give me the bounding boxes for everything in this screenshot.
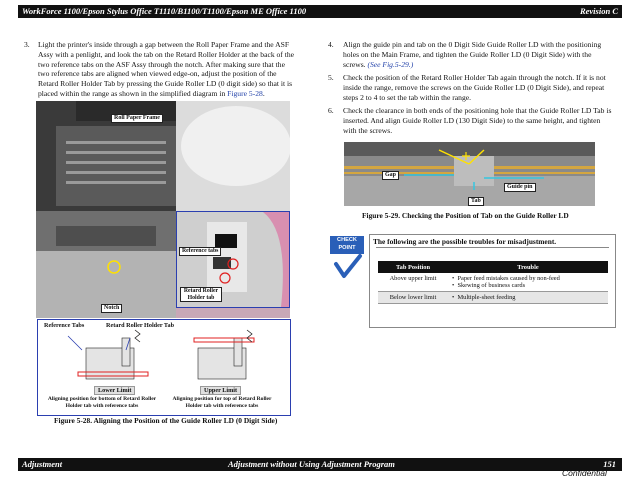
col-trouble: Trouble [448,261,608,273]
step-3-period: . [262,88,265,98]
figure-5-28-caption: Figure 5-28. Aligning the Position of th… [54,416,278,425]
row-troubles: • Multiple-sheet feeding [448,291,608,304]
footer-bar: Adjustment Adjustment without Using Adju… [18,458,622,471]
page-number: 151 [603,459,616,469]
diagram-retard-tab: Retard Roller Holder Tab [106,322,175,329]
row-position: Below lower limit [378,291,448,304]
footer-chapter: Adjustment without Using Adjustment Prog… [228,459,395,469]
trouble-item: • Multiple-sheet feeding [452,294,516,301]
figure-5-28-link[interactable]: Figure 5-28 [227,88,263,98]
checkpoint-heading: The following are the possible troubles … [373,237,557,246]
checkpoint-badge: CHECK POINT [330,236,364,254]
footer-section: Adjustment [22,459,63,469]
row-troubles: • Paper feed mistakes caused by non-feed… [448,273,608,292]
checkpoint-icon: CHECK POINT [330,236,364,280]
label-retard-roller-holder-tab: Retard Roller Holder tab [180,287,222,303]
step-4-number: 4. [328,40,334,49]
trouble-item: • Skewing of business cards [452,282,526,289]
label-roll-paper-frame: Roll Paper Frame [111,114,163,123]
checkpoint-line-1: CHECK [337,237,357,243]
checkpoint-divider [376,247,609,248]
trouble-table-header: Tab Position Trouble [378,261,608,273]
table-row: Above upper limit • Paper feed mistakes … [378,273,608,292]
table-row: Below lower limit • Multiple-sheet feedi… [378,291,608,304]
lower-limit-caption: Aligning position for bottom of Retard R… [47,396,157,409]
trouble-item: • Paper feed mistakes caused by non-feed [452,275,560,282]
revision-label: Revision C [579,6,618,16]
col-tab-position: Tab Position [378,261,448,273]
upper-limit-caption: Aligning position for top of Retard Roll… [172,396,272,409]
step-6-number: 6. [328,106,334,115]
checkpoint-box: The following are the possible troubles … [369,234,616,328]
label-gap: Gap [382,171,400,180]
step-3-number: 3. [24,40,30,49]
step-5-number: 5. [328,73,334,82]
simplified-diagram [37,319,291,416]
checkmark-icon [334,254,362,278]
label-notch: Notch [101,304,123,313]
confidential-label: Confidential [562,468,607,478]
label-tab: Tab [468,197,484,206]
label-reference-tabs: Reference tabs [179,247,222,256]
lower-limit-label: Lower Limit [94,386,136,395]
manual-title: WorkForce 1100/Epson Stylus Office T1110… [22,6,307,16]
upper-limit-label: Upper Limit [200,386,242,395]
step-6-text: Check the clearance in both ends of the … [343,106,612,135]
step-3-text: Light the printer's inside through a gap… [38,40,294,99]
step-4-body: Align the guide pin and tab on the 0 Dig… [343,40,602,69]
checkpoint-line-2: POINT [338,245,356,251]
step-4-text: Align the guide pin and tab on the 0 Dig… [343,40,613,69]
step-3-body: Light the printer's inside through a gap… [38,40,295,98]
simplified-diagram-drawing [67,329,255,380]
figure-5-29-caption: Figure 5-29. Checking the Position of Ta… [362,211,569,220]
fig-5-29-link[interactable]: (See Fig.5-29.) [367,59,414,69]
label-guide-pin: Guide pin [504,183,536,192]
diagram-reference-tabs: Reference Tabs [44,322,85,329]
step-5-text: Check the position of the Retard Roller … [343,73,606,102]
trouble-table: Tab Position Trouble Above upper limit •… [378,261,608,304]
row-position: Above upper limit [378,273,448,292]
header-bar: WorkForce 1100/Epson Stylus Office T1110… [18,5,622,18]
